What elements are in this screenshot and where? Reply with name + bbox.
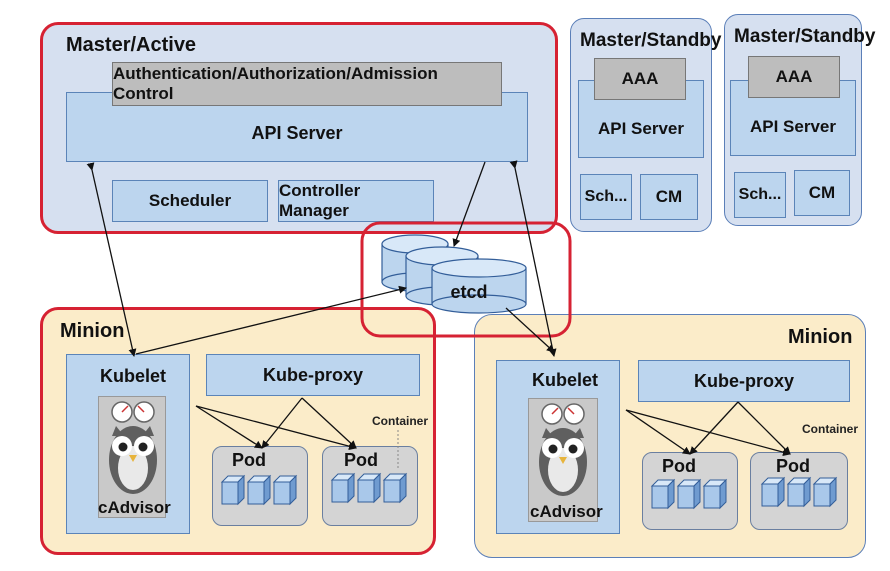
minion-right-title: Minion bbox=[788, 326, 853, 348]
arrow-right-kubelet-pod1 bbox=[625, 409, 691, 455]
arrow-api-to-etcd bbox=[452, 161, 486, 247]
minion-right-pod-1-containers bbox=[651, 479, 727, 509]
standby-1-sch-label: Sch... bbox=[584, 188, 628, 205]
standby-1-api-server-label: API Server bbox=[598, 119, 684, 138]
arrows bbox=[86, 160, 791, 457]
standby-1-sch-box: Sch... bbox=[580, 174, 632, 220]
arrow-api-to-right-kubelet bbox=[509, 160, 557, 357]
minion-right-pod-2-label: Pod bbox=[776, 456, 810, 476]
arrow-left-proxy-pod1 bbox=[261, 397, 303, 449]
minion-right-container-label: Container bbox=[802, 422, 859, 436]
api-server-label: API Server bbox=[251, 123, 343, 143]
etcd-cylinder-3 bbox=[431, 258, 527, 314]
etcd-label: etcd bbox=[450, 282, 487, 302]
scheduler-label: Scheduler bbox=[148, 191, 232, 210]
minion-right-pod-2-containers bbox=[761, 477, 837, 507]
arrow-etcd-to-right-kubelet bbox=[505, 307, 555, 353]
minion-left-kube-proxy-label: Kube-proxy bbox=[262, 364, 363, 385]
master-standby-title-2: Master/Standby bbox=[734, 26, 876, 47]
standby-2-cm-box: CM bbox=[794, 170, 850, 216]
minion-left-kube-proxy-box: Kube-proxy bbox=[206, 354, 420, 396]
arrow-left-kubelet-pod2 bbox=[195, 405, 357, 451]
standby-1-aaa-box: AAA bbox=[594, 58, 686, 100]
standby-2-aaa-box: AAA bbox=[748, 56, 840, 98]
aaa-label: Authentication/Authorization/Admission C… bbox=[113, 64, 438, 103]
minion-left-pod-1-containers bbox=[221, 475, 297, 505]
minion-left-kubelet-label: Kubelet bbox=[100, 366, 167, 386]
minion-left-pod-2-label: Pod bbox=[344, 450, 378, 470]
arrow-left-kubelet-pod1 bbox=[195, 405, 263, 449]
standby-1-cm-box: CM bbox=[640, 174, 698, 220]
minion-left-cadvisor-label: cAdvisor bbox=[98, 498, 171, 517]
minion-left-pod-1-label: Pod bbox=[232, 450, 266, 470]
arrow-right-proxy-pod1 bbox=[689, 401, 739, 455]
minion-right-cadvisor-label: cAdvisor bbox=[530, 502, 603, 521]
minion-right-kubelet-label: Kubelet bbox=[532, 370, 599, 390]
controller-manager-box: Controller Manager bbox=[278, 180, 434, 222]
arrow-left-kubelet-to-etcd bbox=[135, 285, 407, 355]
arrow-right-proxy-pod2 bbox=[737, 401, 791, 455]
master-active-title: Master/Active bbox=[66, 34, 197, 56]
arrow-api-to-left-kubelet bbox=[86, 162, 137, 357]
minion-left-container-label: Container bbox=[372, 414, 429, 428]
minion-right-cadvisor-icon bbox=[538, 403, 588, 497]
minion-left-pod-2-containers bbox=[331, 473, 407, 503]
master-standby-title-1: Master/Standby bbox=[580, 30, 722, 51]
standby-2-aaa-label: AAA bbox=[775, 67, 813, 86]
aaa-box: Authentication/Authorization/Admission C… bbox=[112, 62, 502, 106]
arrow-left-proxy-pod2 bbox=[301, 397, 357, 449]
standby-2-api-server-label: API Server bbox=[750, 117, 836, 136]
standby-1-aaa-label: AAA bbox=[621, 69, 659, 88]
minion-right-kube-proxy-box: Kube-proxy bbox=[638, 360, 850, 402]
standby-2-sch-box: Sch... bbox=[734, 172, 786, 218]
minion-right-kube-proxy-label: Kube-proxy bbox=[693, 370, 794, 391]
controller-manager-label: Controller Manager bbox=[279, 181, 361, 220]
etcd-highlight-box bbox=[360, 221, 572, 338]
standby-2-sch-label: Sch... bbox=[738, 186, 782, 203]
standby-2-cm-label: CM bbox=[808, 183, 836, 202]
standby-1-cm-label: CM bbox=[655, 187, 683, 206]
scheduler-box: Scheduler bbox=[112, 180, 268, 222]
arrow-right-kubelet-pod2 bbox=[625, 409, 791, 457]
minion-left-cadvisor-icon bbox=[108, 401, 158, 495]
minion-right-pod-1-label: Pod bbox=[662, 456, 696, 476]
